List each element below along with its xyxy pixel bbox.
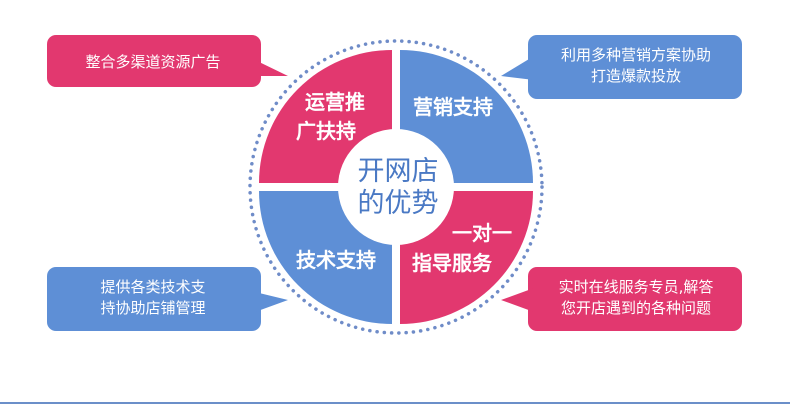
quadrant-bottom-right-label-line2: 指导服务 <box>412 251 493 275</box>
callout-bottom-right-line2: 您开店遇到的各种问题 <box>561 299 711 317</box>
bottom-divider-line <box>0 402 790 404</box>
callout-top-right-line2: 打造爆款投放 <box>591 67 681 85</box>
callout-bottom-left: 提供各类技术支 持协助店铺管理 <box>47 267 288 331</box>
callout-top-left-line1: 整合多渠道资源广告 <box>85 53 220 71</box>
quadrant-top-left-label-line2: 广扶持 <box>296 119 356 143</box>
quadrant-bottom-right-label-line1: 一对一 <box>452 221 512 245</box>
callout-bottom-right-line1: 实时在线服务专员,解答 <box>559 278 714 296</box>
callout-bottom-left-line2: 持协助店铺管理 <box>100 299 205 317</box>
callout-bottom-left-line1: 提供各类技术支 <box>100 278 205 296</box>
callout-top-right-line1: 利用多种营销方案协助 <box>561 46 711 64</box>
callout-top-left: 整合多渠道资源广告 <box>47 35 288 87</box>
center-title-line1: 开网店 <box>358 156 439 187</box>
outer-dotted-ring <box>248 39 544 335</box>
quadrant-top-right-label: 营销支持 <box>413 95 493 119</box>
center-title-line2: 的优势 <box>358 188 439 219</box>
quadrant-bottom-left-label: 技术支持 <box>296 248 376 272</box>
center-circle <box>338 129 454 245</box>
quadrant-top-left-label-line1: 运营推 <box>305 90 365 114</box>
callout-top-right: 利用多种营销方案协助 打造爆款投放 <box>501 35 742 99</box>
callout-bottom-right: 实时在线服务专员,解答 您开店遇到的各种问题 <box>501 267 742 331</box>
